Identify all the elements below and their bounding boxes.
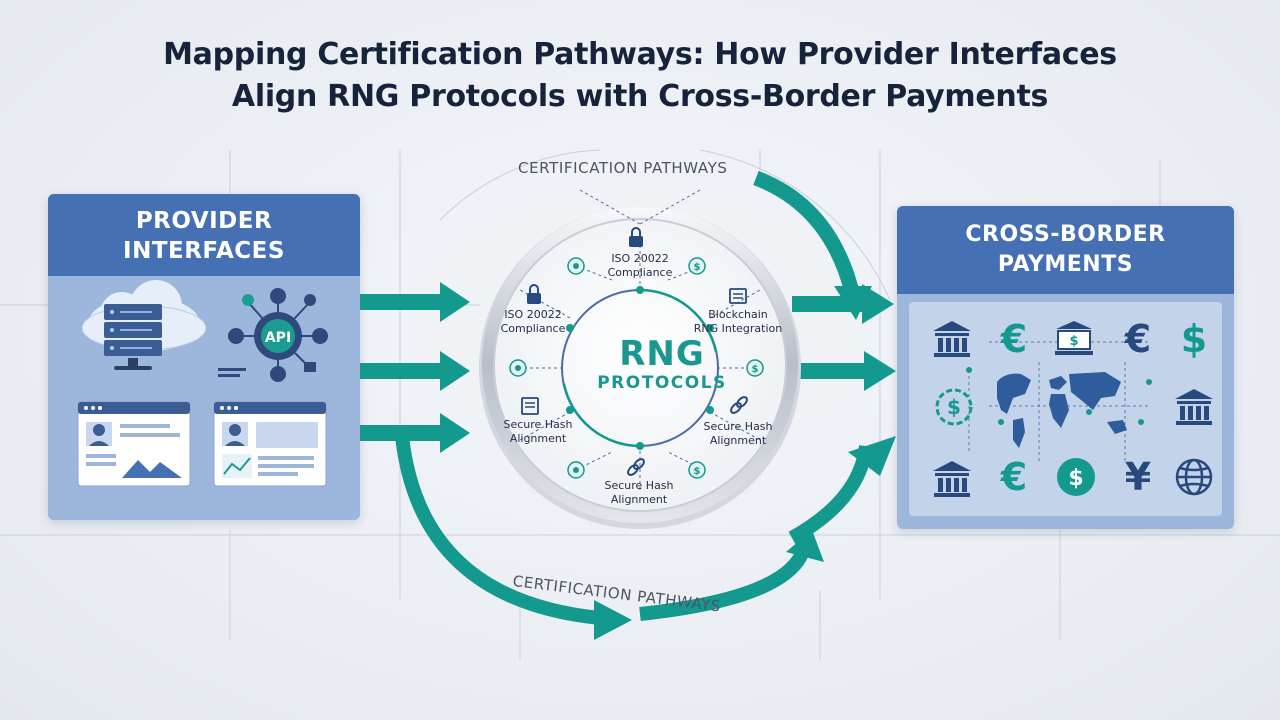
dollar-coin-icon: $ <box>931 384 977 430</box>
inner-ring-accent-2 <box>562 383 641 448</box>
cross-border-payments-header: CROSS-BORDER PAYMENTS <box>897 206 1234 294</box>
cross-border-line-1: CROSS-BORDER <box>965 222 1166 247</box>
iso-top-line-2: Compliance <box>607 266 673 279</box>
blockchain-icon <box>729 288 747 304</box>
title-line-2: Align RNG Protocols with Cross-Border Pa… <box>231 79 1049 114</box>
provider-interfaces-header: PROVIDER INTERFACES <box>48 194 360 276</box>
svg-text:$: $ <box>947 395 961 419</box>
cross-border-line-2: PAYMENTS <box>997 252 1134 277</box>
globe-icon <box>1171 454 1217 500</box>
provider-interfaces-panel: PROVIDER INTERFACES <box>48 194 360 520</box>
dollar-icon: $ <box>1171 316 1217 362</box>
provider-illustrations: API <box>77 280 328 487</box>
euro-glyph: € <box>1000 317 1028 361</box>
svg-text:$: $ <box>752 364 759 375</box>
svg-text:API: API <box>265 330 291 346</box>
iso-left-line-1: ISO 20022 <box>504 308 562 321</box>
secure-hash-bottom-label: Secure Hash Alignment <box>594 479 684 507</box>
hash-left-line-2: Alignment <box>509 432 567 445</box>
arrow-provider-2 <box>360 351 470 391</box>
arrow-payments-1 <box>792 284 894 324</box>
lock-icon-2 <box>527 284 541 304</box>
bottom-pathway-arrow-1 <box>395 435 601 625</box>
lower-right-pathway-arrowhead <box>848 436 896 476</box>
title-line-1: Mapping Certification Pathways: How Prov… <box>163 37 1117 72</box>
hub-node-badges: $ $ $ <box>509 257 764 479</box>
blockchain-line-1: Blockchain <box>708 308 768 321</box>
arrow-provider-1 <box>360 282 470 322</box>
svg-text:$: $ <box>694 262 701 273</box>
bank-icon-2 <box>1171 384 1217 430</box>
provider-to-hub-arrows <box>360 282 470 453</box>
iso-left-line-2: Compliance <box>500 322 566 335</box>
chain-link-icon-2 <box>627 458 645 476</box>
inner-ring-accent <box>639 288 718 353</box>
euro-icon: € <box>991 316 1037 362</box>
rng-title-line-1: RNG <box>619 334 705 374</box>
top-pathway-arrowhead <box>834 286 872 320</box>
top-pathway-arrow <box>753 170 860 294</box>
euro-glyph-3: € <box>1000 455 1028 499</box>
euro-glyph-2: € <box>1124 317 1152 361</box>
secure-hash-left-label: Secure Hash Alignment <box>496 418 580 446</box>
hash-right-line-1: Secure Hash <box>703 420 773 433</box>
certification-pathways-label-top: CERTIFICATION PATHWAYS <box>518 159 728 177</box>
page-title: Mapping Certification Pathways: How Prov… <box>0 34 1280 118</box>
cloud-server-icon <box>81 280 207 370</box>
arrow-provider-3 <box>360 413 470 453</box>
lower-right-pathway-arrow <box>788 444 873 545</box>
hash-bottom-line-1: Secure Hash <box>604 479 674 492</box>
svg-text:$: $ <box>1069 334 1078 349</box>
profile-window-icon <box>77 401 191 487</box>
analytics-window-icon <box>213 401 327 487</box>
bottom-pathway-arrow-2 <box>639 545 811 621</box>
inner-ring-nodes <box>566 286 714 450</box>
api-gear-icon: API <box>218 288 328 382</box>
bank-icon-3 <box>929 456 975 502</box>
rng-protocols-title: RNG PROTOCOLS <box>590 336 734 394</box>
blockchain-rng-label: Blockchain RNG Integration <box>690 308 786 336</box>
yen-glyph: ¥ <box>1124 455 1152 499</box>
cross-border-payments-panel: CROSS-BORDER PAYMENTS <box>897 206 1234 529</box>
dollar-glyph: $ <box>1180 317 1208 361</box>
lock-icon <box>629 227 643 247</box>
yen-icon: ¥ <box>1115 454 1161 500</box>
chain-link-icon <box>730 396 748 414</box>
provider-interfaces-line-1: PROVIDER <box>135 208 273 234</box>
rng-title-line-2: PROTOCOLS <box>597 373 727 393</box>
provider-interfaces-line-2: INTERFACES <box>123 238 285 264</box>
hub-face <box>493 218 787 512</box>
svg-text:$: $ <box>694 466 701 477</box>
hash-left-line-1: Secure Hash <box>503 418 573 431</box>
bottom-pathway-arrowhead-2 <box>786 530 824 562</box>
payments-icon-grid: € $ € $ $ € $ ¥ <box>909 302 1222 516</box>
iso-top-line-1: ISO 20022 <box>611 252 669 265</box>
world-map-icon <box>966 341 1152 462</box>
secure-hash-right-label: Secure Hash Alignment <box>696 420 780 448</box>
euro-icon-2: € <box>1115 316 1161 362</box>
bank-icon <box>929 316 975 362</box>
hub-to-payments-arrows <box>792 284 896 391</box>
blockchain-line-2: RNG Integration <box>693 322 783 335</box>
bottom-pathway-arrowhead-1 <box>594 600 632 640</box>
dollar-badge-icon: $ <box>1053 454 1099 500</box>
arrow-payments-2 <box>800 351 896 391</box>
money-bank-icon: $ <box>1051 316 1097 362</box>
hash-right-line-2: Alignment <box>709 434 767 447</box>
euro-icon-3: € <box>991 454 1037 500</box>
hash-bottom-line-2: Alignment <box>610 493 668 506</box>
iso-compliance-top-label: ISO 20022 Compliance <box>590 252 690 280</box>
document-hash-icon <box>521 397 539 415</box>
svg-text:$: $ <box>1068 466 1083 491</box>
iso-compliance-left-label: ISO 20022 Compliance <box>490 308 576 336</box>
